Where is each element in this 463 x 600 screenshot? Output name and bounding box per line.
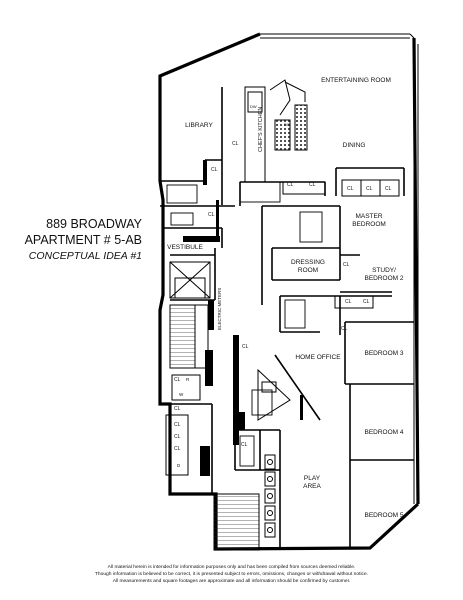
closet-label: CL <box>366 186 373 192</box>
room-play-line1: PLAY <box>304 475 321 482</box>
closet-label: CL <box>174 377 181 383</box>
room-study-line1: STUDY/ <box>372 267 396 274</box>
apartment-title: APARTMENT # 5-AB <box>24 233 142 247</box>
room-bedroom-5: BEDROOM 5 <box>364 512 403 519</box>
closet-label: CL <box>242 344 249 350</box>
disclaimer-line-3: All measurements and square footages are… <box>112 579 351 584</box>
closet-label: CL <box>309 182 316 188</box>
room-bedroom-3: BEDROOM 3 <box>364 350 403 357</box>
closet-boxes <box>165 179 400 476</box>
closet-label: CL <box>343 262 350 268</box>
closet-label: CL <box>287 182 294 188</box>
room-dining: DINING <box>343 142 366 149</box>
room-vestibule: VESTIBULE <box>167 244 203 251</box>
concept-subtitle: CONCEPTUAL IDEA #1 <box>28 250 142 262</box>
dryer-label: D <box>177 463 181 468</box>
room-bedroom-4: BEDROOM 4 <box>364 429 403 436</box>
vertical-labels: CHEF'S KITCHEN ELECTRIC METERS <box>217 107 264 330</box>
window-walls <box>260 33 419 504</box>
room-play-line2: AREA <box>303 483 321 490</box>
interior-walls <box>160 87 414 548</box>
room-dressing-line2: ROOM <box>298 267 318 274</box>
bathrooms <box>166 181 323 467</box>
closet-label: CL <box>241 442 248 448</box>
label-electric-meters: ELECTRIC METERS <box>217 288 222 330</box>
structural-partitions <box>183 160 303 476</box>
room-library: LIBRARY <box>185 122 213 129</box>
room-labels: ENTERTAINING ROOM LIBRARY DINING MASTER … <box>167 77 404 519</box>
elevator-shafts <box>169 261 211 299</box>
closet-label: CL <box>385 186 392 192</box>
room-chefs-kitchen: CHEF'S KITCHEN <box>258 107 264 152</box>
fixture-labels: CL CL CL CL CL CL CL CL CL CL CL CL CL C… <box>174 104 392 468</box>
dishwasher-label: DW <box>284 122 291 127</box>
home-office-desk <box>257 368 291 421</box>
closet-label: CL <box>341 326 348 332</box>
room-study-line2: BEDROOM 2 <box>364 275 403 282</box>
closet-label: CL <box>174 406 181 412</box>
closet-label: CL <box>232 141 239 147</box>
closet-label: CL <box>174 446 181 452</box>
closet-label: CL <box>208 212 215 218</box>
closet-label: CL <box>345 299 352 305</box>
closet-label: CL <box>174 422 181 428</box>
kitchen-counters <box>244 79 308 183</box>
closet-label: CL <box>363 299 370 305</box>
disclaimer-line-2: Though information is believed to be cor… <box>94 572 369 577</box>
address-title: 889 BROADWAY <box>46 217 142 231</box>
room-dressing-line1: DRESSING <box>291 259 325 266</box>
play-area-lockers <box>264 454 276 538</box>
closet-label: CL <box>347 186 354 192</box>
washer-label: W <box>179 392 184 397</box>
dishwasher-label: DW <box>250 104 257 109</box>
stairwell <box>169 304 260 551</box>
room-entertaining: ENTERTAINING ROOM <box>321 77 391 84</box>
closet-label: CL <box>174 434 181 440</box>
room-home-office: HOME OFFICE <box>295 354 341 361</box>
room-master-line1: MASTER <box>355 213 382 220</box>
closet-label: CL <box>211 167 218 173</box>
refrigerator-label: R <box>186 377 190 382</box>
room-master-line2: BEDROOM <box>352 221 386 228</box>
disclaimer-line-1: All material herein is intended for info… <box>107 565 356 570</box>
